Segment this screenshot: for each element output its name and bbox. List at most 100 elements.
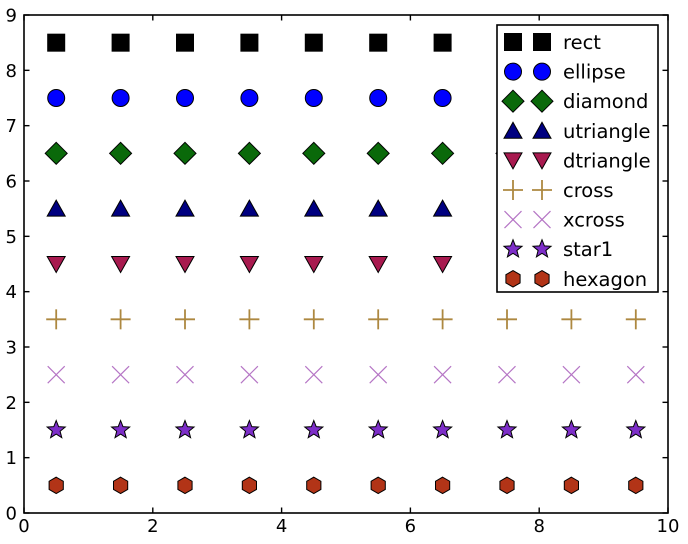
x-tick-label: 8 — [533, 516, 544, 537]
marker-rect — [47, 33, 66, 52]
marker-diamond — [430, 141, 455, 166]
marker-utriangle — [368, 199, 389, 217]
legend-label-dtriangle: dtriangle — [563, 149, 651, 172]
marker-star1 — [496, 419, 518, 439]
x-tick-label: 0 — [18, 516, 29, 537]
marker-utriangle — [110, 199, 131, 217]
marker-utriangle — [175, 199, 195, 217]
legend-label-xcross: xcross — [563, 209, 625, 232]
marker-xcross — [47, 365, 66, 384]
y-tick-label: 8 — [6, 61, 17, 82]
legend-label-cross: cross — [563, 179, 614, 202]
legend-label-hexagon: hexagon — [563, 268, 647, 291]
marker-xcross — [498, 365, 516, 384]
marker-xcross — [111, 365, 130, 384]
y-tick-label: 9 — [6, 6, 17, 27]
y-tick-label: 5 — [6, 227, 17, 248]
marker-diamond — [302, 141, 326, 166]
marker-rect — [304, 33, 323, 52]
marker-hexagon — [112, 476, 129, 495]
marker-diamond — [108, 141, 133, 166]
marker-hexagon — [434, 476, 451, 495]
y-tick-label: 4 — [6, 282, 17, 303]
marker-xcross — [304, 365, 323, 384]
marker-hexagon — [628, 476, 644, 495]
marker-hexagon — [177, 476, 193, 495]
legend-marker-xcross — [504, 210, 522, 229]
marker-xcross — [626, 365, 645, 384]
marker-diamond — [366, 141, 390, 166]
marker-dtriangle — [46, 256, 67, 274]
legend-marker-star1 — [502, 238, 524, 258]
marker-dtriangle — [175, 256, 195, 274]
marker-ellipse — [176, 89, 194, 107]
y-tick-label: 2 — [6, 393, 17, 414]
marker-diamond — [237, 141, 262, 166]
legend-marker-hexagon — [505, 270, 521, 288]
marker-rect — [369, 33, 388, 52]
marker-dtriangle — [432, 256, 453, 274]
marker-xcross — [562, 365, 581, 384]
marker-rect — [240, 33, 259, 52]
legend-marker-xcross — [533, 210, 551, 229]
marker-diamond — [173, 141, 197, 166]
y-tick-label: 1 — [6, 448, 17, 469]
x-tick-label: 2 — [147, 516, 158, 537]
marker-dtriangle — [239, 256, 260, 274]
marker-hexagon — [563, 476, 580, 495]
marker-hexagon — [241, 476, 258, 495]
marker-star1 — [174, 419, 196, 439]
marker-hexagon — [370, 476, 386, 495]
marker-dtriangle — [110, 256, 131, 274]
marker-xcross — [176, 365, 194, 384]
marker-ellipse — [111, 89, 130, 107]
y-tick-label: 3 — [6, 338, 17, 359]
marker-xcross — [369, 365, 388, 384]
legend-marker-diamond — [501, 89, 525, 113]
marker-star1 — [110, 419, 131, 439]
marker-star1 — [45, 419, 67, 439]
x-tick-label: 6 — [405, 516, 416, 537]
legend-marker-rect — [504, 33, 522, 51]
marker-rect — [433, 33, 452, 52]
legend-marker-utriangle — [503, 121, 523, 139]
marker-utriangle — [46, 199, 67, 217]
marker-utriangle — [239, 199, 260, 217]
legend-box — [496, 24, 659, 293]
legend-label-rect: rect — [563, 31, 601, 54]
marker-rect — [111, 33, 130, 52]
y-tick-label: 0 — [6, 504, 17, 525]
marker-star1 — [432, 419, 453, 439]
legend-label-star1: star1 — [563, 238, 613, 261]
marker-star1 — [561, 419, 582, 439]
marker-ellipse — [240, 89, 259, 107]
axes-spines — [23, 14, 669, 514]
marker-star1 — [239, 419, 260, 439]
marker-ellipse — [47, 89, 66, 107]
marker-hexagon — [306, 476, 322, 495]
y-tick-label: 7 — [6, 116, 17, 137]
marker-hexagon — [48, 476, 64, 495]
x-tick-label: 4 — [276, 516, 287, 537]
legend-marker-hexagon — [534, 270, 550, 288]
marker-hexagon — [499, 476, 515, 495]
marker-ellipse — [369, 89, 388, 107]
marker-star1 — [625, 419, 647, 439]
legend-label-ellipse: ellipse — [563, 61, 626, 84]
legend-marker-dtriangle — [532, 152, 552, 170]
legend-marker-dtriangle — [503, 152, 523, 170]
x-tick-label: 10 — [657, 516, 680, 537]
legend-marker-rect — [533, 33, 551, 51]
legend-marker-star1 — [531, 238, 553, 258]
marker-xcross — [433, 365, 452, 384]
marker-utriangle — [432, 199, 453, 217]
marker-ellipse — [433, 89, 452, 107]
legend-label-utriangle: utriangle — [563, 120, 651, 143]
legend-label-diamond: diamond — [563, 90, 648, 113]
legend-marker-diamond — [530, 89, 554, 113]
marker-star1 — [303, 419, 325, 439]
marker-diamond — [44, 141, 68, 166]
legend-marker-utriangle — [532, 121, 552, 139]
